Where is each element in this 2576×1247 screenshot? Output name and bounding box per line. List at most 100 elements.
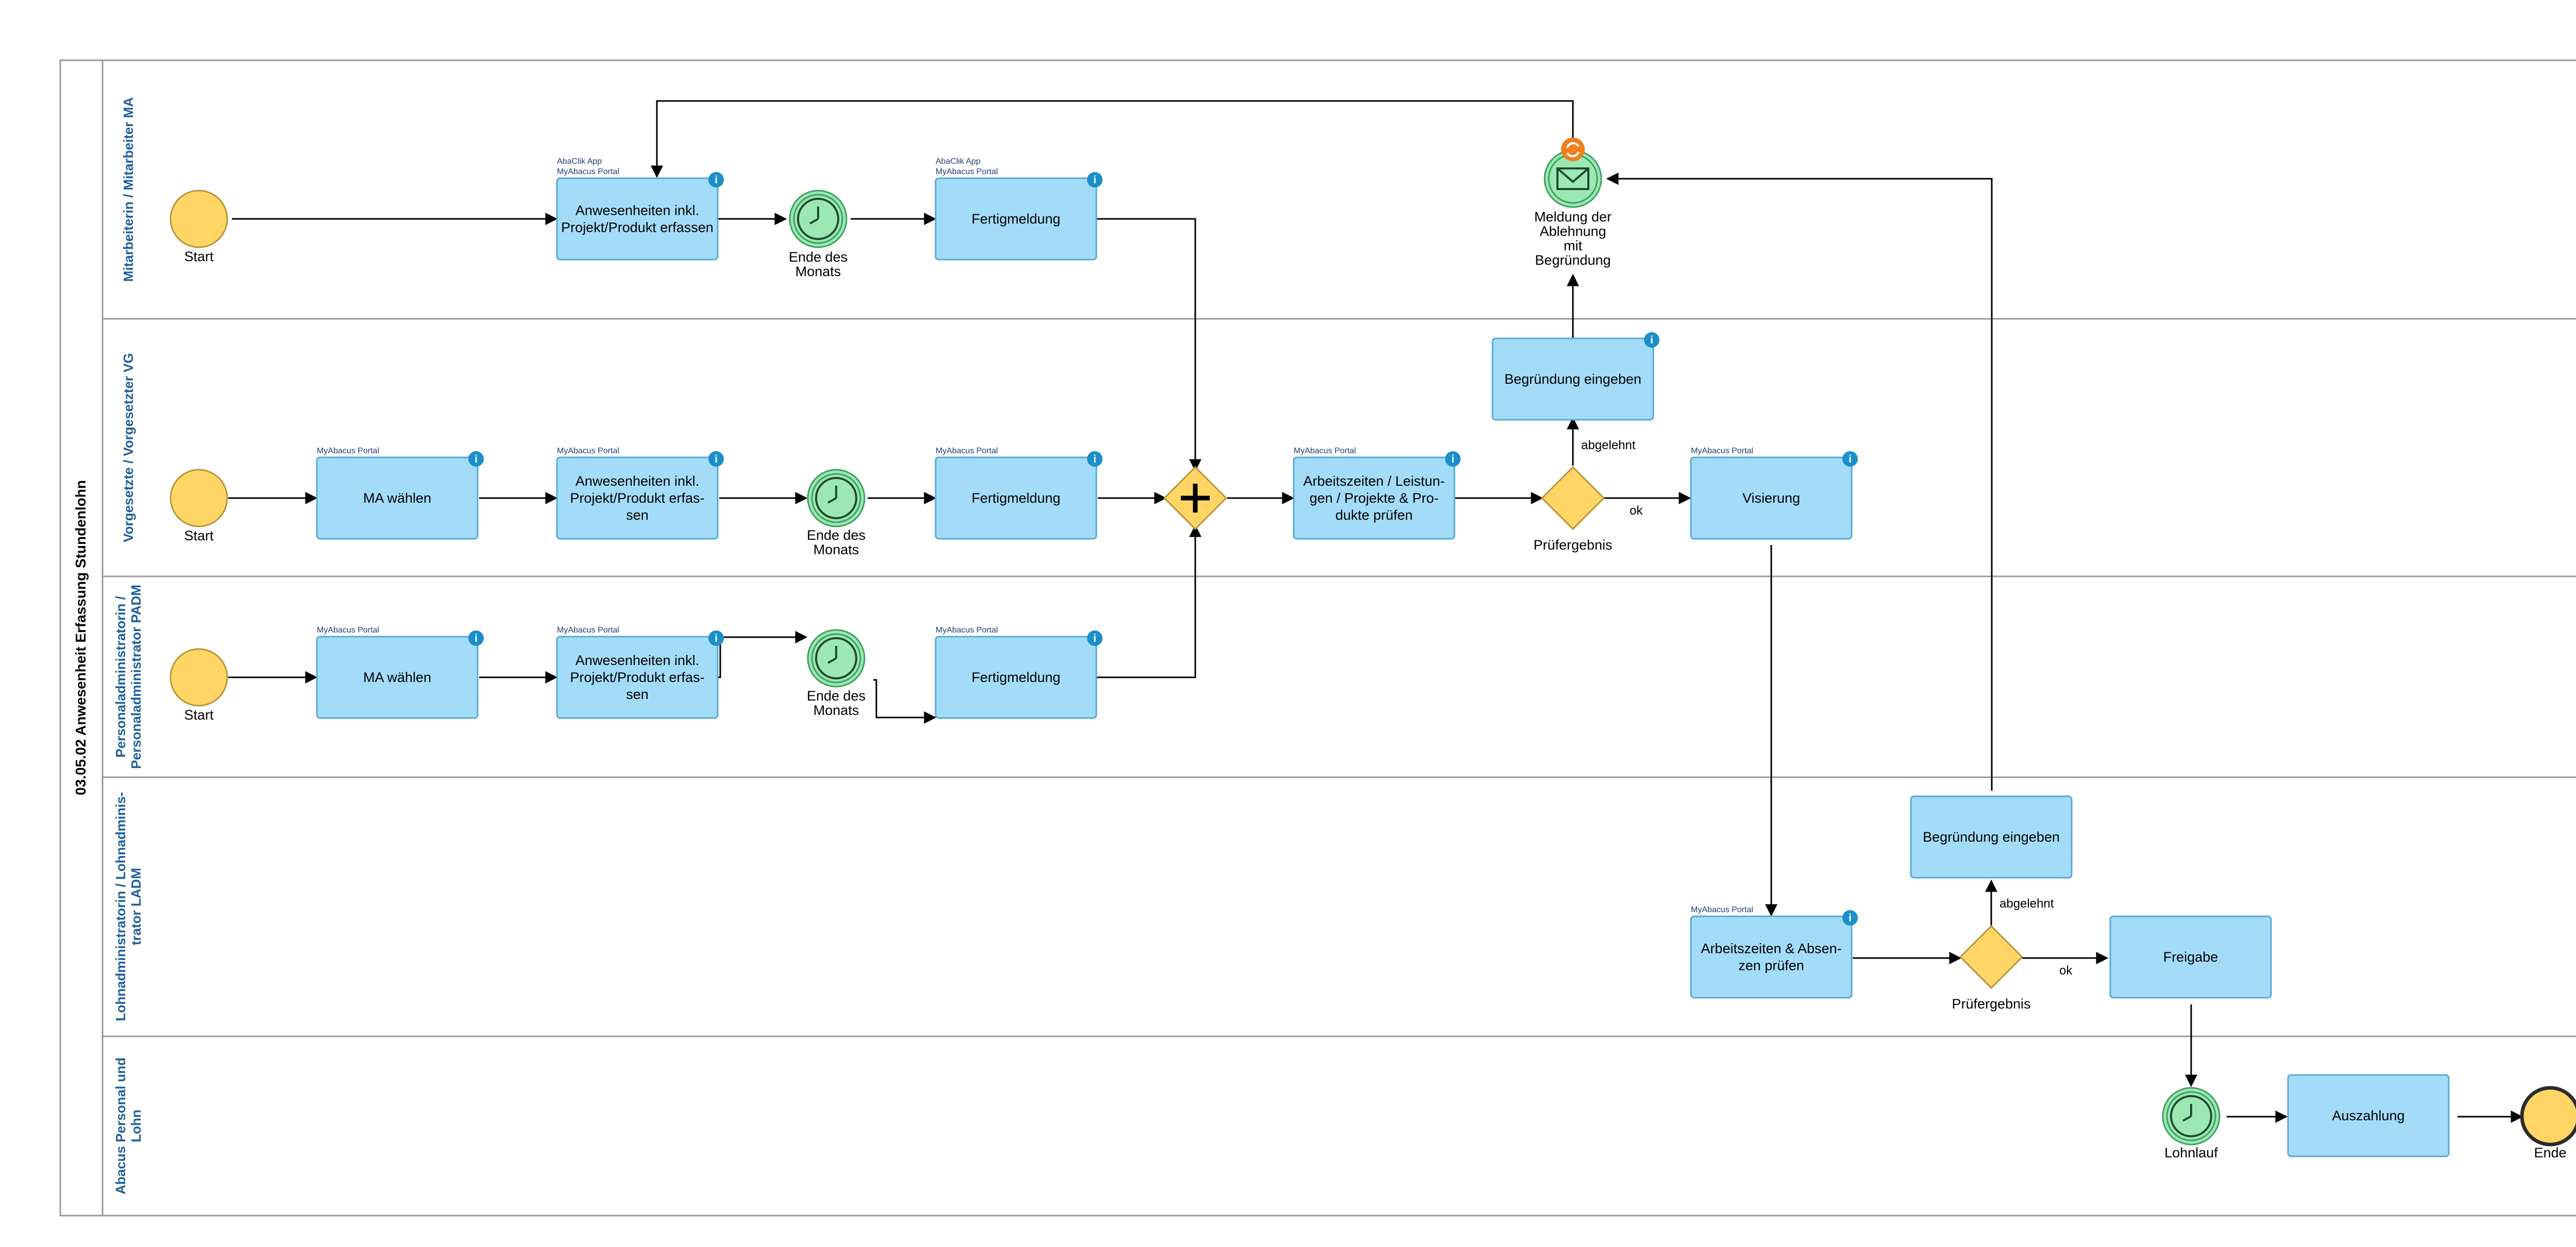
event-label: Start (184, 528, 214, 543)
event-label: Ende (2534, 1145, 2566, 1160)
end-event-icon[interactable] (2520, 1086, 2576, 1147)
svg-text:i: i (1093, 453, 1096, 465)
svg-text:i: i (1451, 453, 1454, 465)
info-icon[interactable]: i (708, 630, 724, 646)
event-aba-timer[interactable]: Lohnlauf (2162, 1087, 2221, 1160)
task-box[interactable] (2109, 915, 2272, 999)
task-vg-pruefen[interactable]: Arbeitszeiten / Leistun-gen / Projekte &… (1293, 447, 1461, 540)
task-vg-erfassen[interactable]: Anwesenheiten inkl.Projekt/Produkt erfas… (556, 447, 724, 540)
svg-text:i: i (1650, 334, 1653, 346)
edge-label-ladm-ok: ok (2059, 964, 2073, 978)
task-label: Visierung (1742, 490, 1800, 506)
event-aba-end[interactable]: Ende (2520, 1086, 2576, 1160)
task-label: Fertigmeldung (972, 211, 1061, 227)
info-icon[interactable]: i (1087, 451, 1103, 467)
task-tool: MyAbacus Portal (317, 626, 379, 635)
gateway-vg-gw[interactable]: Prüfergebnis (1533, 466, 1613, 553)
info-icon[interactable]: i (1087, 630, 1103, 646)
event-ma-start[interactable]: Start (170, 190, 228, 264)
task-ladm-begruendung[interactable]: Begründung eingeben (1910, 795, 2073, 879)
info-icon[interactable]: i (708, 172, 724, 187)
svg-text:i: i (474, 453, 478, 465)
task-label: Anwesenheiten inkl.Projekt/Produkt erfas… (570, 473, 704, 523)
task-box[interactable] (556, 177, 719, 261)
task-ladm-pruefen[interactable]: Arbeitszeiten & Absen-zen prüfenMyAbacus… (1690, 906, 1858, 999)
start-event-icon[interactable] (170, 469, 228, 527)
info-icon[interactable]: i (1842, 451, 1858, 467)
start-event-icon[interactable] (170, 190, 228, 248)
task-box[interactable] (935, 456, 1097, 540)
task-label: Begründung eingeben (1504, 371, 1641, 387)
task-label: Freigabe (2163, 949, 2218, 965)
task-vg-fertig[interactable]: Fertigmeldung MyAbacus Portal i (935, 447, 1103, 540)
task-aba-auszahlung[interactable]: Auszahlung (2287, 1074, 2450, 1157)
edge-label-vg-abgelehnt: abgelehnt (1581, 438, 1636, 452)
task-box[interactable] (1492, 337, 1654, 421)
task-box[interactable] (2287, 1074, 2450, 1157)
task-box[interactable] (1293, 456, 1455, 540)
task-label: Arbeitszeiten & Absen-zen prüfen (1701, 941, 1841, 973)
task-box[interactable] (935, 636, 1097, 719)
task-label: Anwesenheiten inkl.Projekt/Produkt erfas… (570, 653, 704, 702)
task-box[interactable] (1690, 915, 1853, 999)
task-vg-begruendung[interactable]: Begründung eingeben i (1492, 332, 1659, 421)
start-event-icon[interactable] (170, 648, 228, 707)
pool-header (59, 59, 104, 1217)
svg-text:i: i (474, 633, 478, 644)
lane-label-padm: Personaladministratorin /Personaladminis… (113, 585, 144, 769)
gateway-ladm-gw[interactable]: Prüfergebnis (1952, 925, 2031, 1012)
task-label: Fertigmeldung (972, 490, 1061, 506)
flow-ladm-begruendung-message (1606, 173, 1993, 791)
lane-label-vg: Vorgesetzte / Vorgesetzter VG (121, 353, 136, 542)
info-icon[interactable]: i (468, 630, 484, 646)
lanes: Mitarbeiterin / Mitarbeiter MA Vorgesetz… (101, 59, 2576, 1217)
info-icon[interactable]: i (1087, 172, 1103, 187)
event-label: Lohnlauf (2164, 1145, 2218, 1160)
info-icon[interactable]: i (1644, 332, 1659, 348)
task-box[interactable] (1690, 456, 1853, 540)
event-vg-start[interactable]: Start (170, 469, 228, 543)
flow-padm-erfassen-timer (717, 631, 808, 678)
task-ladm-freigabe[interactable]: Freigabe (2109, 915, 2272, 999)
info-icon[interactable]: i (1445, 451, 1461, 467)
info-icon[interactable]: i (1842, 910, 1858, 926)
gateway-vg-parallel[interactable] (1163, 466, 1228, 531)
exclusive-gateway-icon[interactable] (1540, 466, 1605, 531)
exclusive-gateway-icon[interactable] (1959, 925, 2024, 989)
info-icon[interactable]: i (468, 451, 484, 467)
gateway-label: Prüfergebnis (1952, 996, 2030, 1012)
task-ma-erfassen[interactable]: Anwesenheiten inkl.Projekt/Produkt erfas… (556, 157, 724, 261)
task-box[interactable] (556, 456, 719, 540)
task-tool: MyAbacus Portal (1294, 447, 1356, 455)
task-tool: MyAbacus Portal (936, 626, 998, 635)
flow-ma-fertig-parallel (1096, 218, 1201, 472)
svg-text:i: i (715, 453, 718, 465)
task-box[interactable] (556, 636, 719, 719)
task-box[interactable] (316, 456, 479, 540)
event-padm-start[interactable]: Start (170, 648, 228, 723)
task-tool: MyAbacus Portal (936, 447, 998, 455)
task-box[interactable] (316, 636, 479, 719)
task-box[interactable] (1910, 795, 2073, 879)
task-padm-erfassen[interactable]: Anwesenheiten inkl.Projekt/Produkt erfas… (556, 626, 724, 719)
svg-text:i: i (1849, 453, 1852, 465)
task-tool: MyAbacus Portal (317, 447, 379, 455)
task-label: Begründung eingeben (1923, 829, 2060, 845)
refresh-icon (1561, 138, 1585, 161)
task-box[interactable] (935, 177, 1097, 261)
info-icon[interactable]: i (708, 451, 724, 467)
event-label: Start (184, 249, 214, 264)
